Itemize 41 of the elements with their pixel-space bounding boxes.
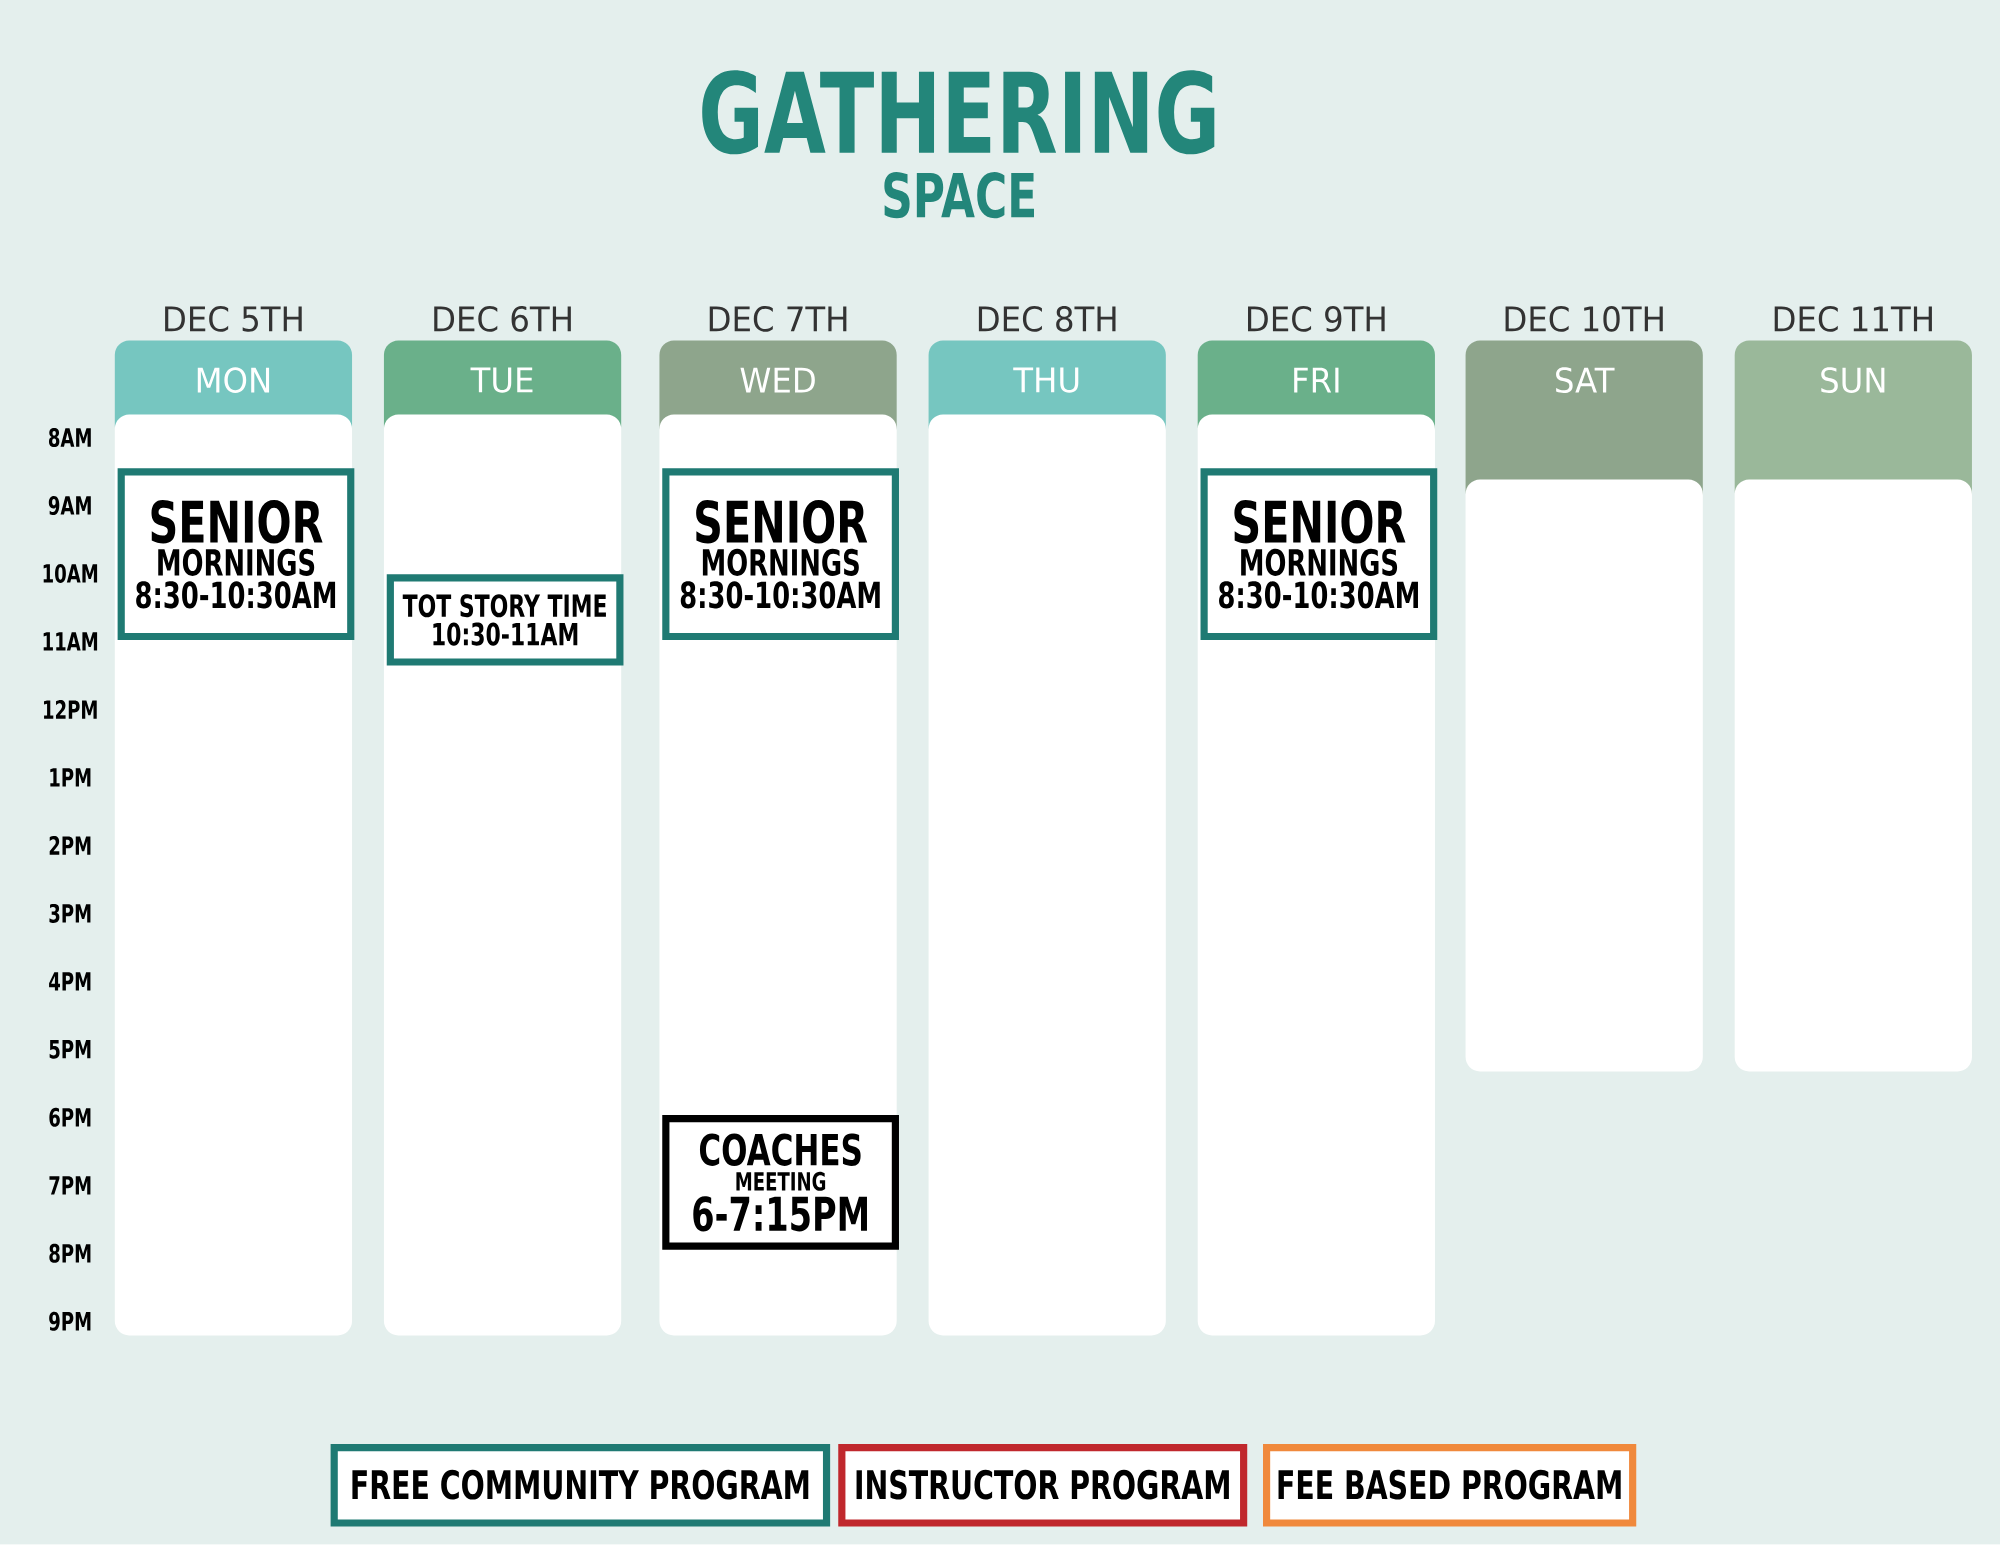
time-label: 10AM	[43, 564, 98, 584]
day-column: THU	[928, 340, 1166, 1336]
node-label: FRI	[1294, 367, 1339, 393]
date-label: DEC 10TH	[1505, 306, 1663, 332]
time-label: 9AM	[48, 496, 91, 516]
event-box: SENIOR MORNINGS 8:30-10:30AM	[117, 468, 355, 641]
legend-item: FEE BASED PROGRAM	[1263, 1444, 1637, 1527]
day-column: SAT	[1465, 340, 1703, 1072]
time-label: 7PM	[49, 1176, 91, 1195]
time-label: 6PM	[49, 1108, 91, 1128]
day-column: SUN	[1734, 340, 1972, 1072]
legend-item: FREE COMMUNITY PROGRAM	[330, 1444, 831, 1527]
subtitle: SPACE	[884, 172, 1034, 219]
time-label: 1PM	[50, 768, 91, 787]
date-label: DEC 9TH	[1248, 306, 1385, 332]
time-label: 4PM	[49, 972, 91, 991]
event-box: COACHES MEETING 6-7:15PM	[662, 1115, 899, 1250]
node-label: TUE	[470, 367, 533, 393]
date-label: DEC 6TH	[434, 306, 571, 332]
date-label: DEC 7TH	[709, 306, 847, 332]
node-label: SAT	[1556, 367, 1615, 394]
time-label: 11AM	[43, 632, 98, 651]
event-box: TOT STORY TIME 10:30-11AM	[386, 574, 624, 666]
date-label: DEC 8TH	[978, 306, 1116, 332]
time-label: 8AM	[49, 428, 91, 448]
time-label: 3PM	[49, 904, 91, 924]
event-box: SENIOR MORNINGS 8:30-10:30AM	[662, 468, 899, 641]
time-label: 8PM	[49, 1244, 91, 1263]
date-label: DEC 5TH	[165, 306, 302, 332]
node-label: MON	[197, 367, 270, 394]
date-label: DEC 11TH	[1774, 306, 1932, 332]
time-label: 12PM	[44, 700, 97, 719]
title: GATHERING	[702, 70, 1215, 155]
time-label: 5PM	[49, 1040, 91, 1059]
node-label: THU	[1013, 367, 1079, 393]
time-label: 9PM	[49, 1312, 91, 1331]
time-label: 2PM	[49, 836, 91, 855]
node-label: SUN	[1821, 367, 1885, 394]
event-box: SENIOR MORNINGS 8:30-10:30AM	[1200, 468, 1438, 641]
node-label: WED	[740, 367, 815, 393]
legend-item: INSTRUCTOR PROGRAM	[838, 1444, 1248, 1527]
